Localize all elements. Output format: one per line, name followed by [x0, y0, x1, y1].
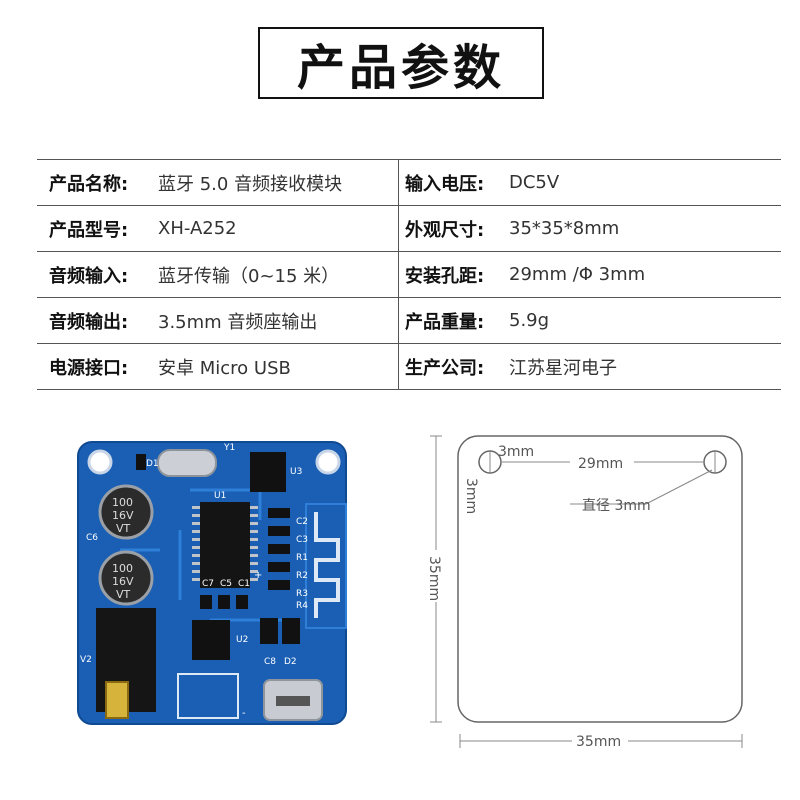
silk-label: D2 — [284, 657, 297, 667]
silk-label: C3 — [296, 535, 308, 545]
cap-label: 16V — [112, 509, 134, 522]
spec-row: 音频输出:3.5mm 音频座输出产品重量:5.9g — [37, 297, 781, 344]
spec-value: 安卓 Micro USB — [158, 343, 399, 390]
spec-value: 蓝牙 5.0 音频接收模块 — [158, 159, 399, 206]
spec-value: DC5V — [509, 159, 781, 206]
cap-label: 100 — [112, 562, 133, 575]
silk-label: R4 — [296, 601, 308, 611]
silk-label: + — [254, 570, 262, 581]
hole-diameter-vertical-label: 3mm — [463, 478, 479, 514]
spec-value: 35*35*8mm — [509, 205, 781, 252]
spec-key: 生产公司: — [398, 343, 509, 390]
spec-key: 产品名称: — [37, 159, 158, 206]
board-outline — [457, 435, 743, 723]
spec-key: 产品重量: — [398, 297, 509, 344]
chip-u2 — [192, 620, 230, 660]
pcb-antenna — [314, 512, 340, 618]
capacitor-c1 — [98, 484, 154, 540]
chip-u1 — [200, 502, 250, 588]
mounting-hole — [315, 449, 341, 475]
dimension-diagram: 3mm 29mm 3mm 直径 3mm 35mm 35mm — [426, 435, 743, 750]
spec-value: XH-A252 — [158, 205, 399, 252]
spec-value: 江苏星河电子 — [509, 343, 781, 390]
silk-label: C2 — [296, 517, 308, 527]
silk-label: Y1 — [223, 443, 235, 453]
crystal-oscillator — [157, 449, 217, 477]
spec-key: 产品型号: — [37, 205, 158, 252]
silk-label: U2 — [236, 635, 248, 645]
spec-value: 5.9g — [509, 297, 781, 344]
spec-value: 29mm /Φ 3mm — [509, 251, 781, 298]
bluetooth-module-photo: 100 16V VT 100 16V VT Y1 U1 U2 U3 V2 D2 … — [77, 441, 347, 725]
silk-label: C7 — [202, 579, 214, 589]
silk-label: - — [242, 708, 246, 719]
spec-key: 音频输出: — [37, 297, 158, 344]
spec-row: 音频输入:蓝牙传输（0~15 米）安装孔距:29mm /Φ 3mm — [37, 251, 781, 298]
silk-label: C5 — [220, 579, 232, 589]
spec-key: 音频输入: — [37, 251, 158, 298]
silk-label: C1 — [238, 579, 250, 589]
silk-label: C6 — [86, 533, 98, 543]
silk-label: U1 — [214, 491, 226, 501]
silk-label: R1 — [296, 553, 308, 563]
silk-label: V2 — [80, 655, 92, 665]
spec-key: 输入电压: — [398, 159, 509, 206]
silk-label: R2 — [296, 571, 308, 581]
spec-key: 电源接口: — [37, 343, 158, 390]
page-title: 产品参数 — [296, 40, 505, 96]
hole-callout-label: 直径 3mm — [582, 497, 651, 514]
hole-spacing-label: 29mm — [578, 456, 623, 472]
silk-label: R3 — [296, 589, 308, 599]
spec-value: 3.5mm 音频座输出 — [158, 297, 399, 344]
capacitor-c2 — [98, 550, 154, 606]
silk-label: D1 — [146, 459, 159, 469]
spec-key: 外观尺寸: — [398, 205, 509, 252]
mounting-hole — [87, 449, 113, 475]
silk-label: C8 — [264, 657, 276, 667]
cap-label: 100 — [112, 496, 133, 509]
height-label: 35mm — [426, 556, 442, 601]
width-label: 35mm — [576, 734, 621, 750]
hole-diameter-label: 3mm — [498, 444, 534, 460]
spec-value: 蓝牙传输（0~15 米） — [158, 251, 399, 298]
spec-row: 产品名称:蓝牙 5.0 音频接收模块输入电压:DC5V — [37, 159, 781, 206]
spec-key: 安装孔距: — [398, 251, 509, 298]
silk-label: U3 — [290, 467, 302, 477]
title-box: 产品参数 — [258, 27, 544, 99]
chip-u3 — [250, 452, 286, 492]
cap-label: 16V — [112, 575, 134, 588]
cap-label: VT — [116, 588, 131, 601]
callout-line — [645, 469, 713, 505]
cap-label: VT — [116, 522, 131, 535]
